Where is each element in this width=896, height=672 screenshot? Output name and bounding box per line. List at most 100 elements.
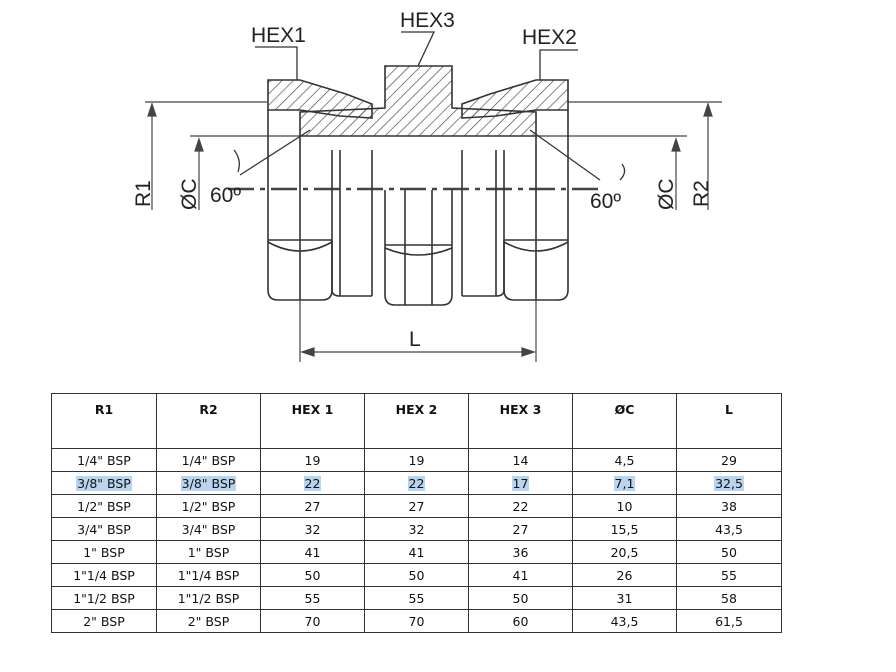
cell-text: 27: [304, 498, 321, 514]
cell-text: 22: [407, 475, 426, 491]
cell-text: 2" BSP: [187, 613, 230, 629]
cell-text: 50: [408, 567, 425, 583]
cell-r1: 1/2" BSP: [51, 494, 157, 518]
fitting-body: [267, 110, 569, 306]
cell-hex1: 32: [260, 517, 365, 541]
cell-hex3: 14: [468, 448, 573, 472]
cell-hex2: 50: [364, 563, 469, 587]
cell-text: 2" BSP: [83, 613, 125, 629]
cell-hex3: 22: [468, 494, 573, 518]
header-r2: R2: [156, 393, 261, 449]
cell-hex3: 41: [468, 563, 573, 587]
angle-right-label: 60º: [590, 190, 621, 213]
header-hex1: HEX 1: [260, 393, 365, 449]
cell-hex1: 50: [260, 563, 365, 587]
cell-dia-c: 43,5: [572, 609, 677, 633]
header-hex3: HEX 3: [468, 393, 573, 449]
cell-text: 15,5: [610, 521, 639, 537]
cell-hex1: 27: [260, 494, 365, 518]
cell-hex1: 19: [260, 448, 365, 472]
cell-text: 70: [408, 613, 425, 629]
cell-text: 41: [304, 544, 321, 560]
cell-text: 43,5: [715, 521, 743, 537]
cell-text: 31: [616, 590, 633, 606]
cell-text: 61,5: [715, 613, 743, 629]
cell-text: 1"1/2 BSP: [177, 590, 240, 606]
cell-text: 60: [512, 613, 529, 629]
cell-l: 29: [676, 448, 782, 472]
cell-text: 43,5: [610, 613, 639, 629]
cell-l: 58: [676, 586, 782, 610]
cell-l: 43,5: [676, 517, 782, 541]
r1-label: R1: [132, 180, 155, 207]
cell-text: 19: [304, 452, 321, 468]
cell-r2: 1" BSP: [156, 540, 261, 564]
cell-text: 26: [616, 567, 633, 583]
length-dimension: [299, 300, 537, 362]
cell-hex3: 50: [468, 586, 573, 610]
cell-r2: 1"1/4 BSP: [156, 563, 261, 587]
cell-text: 3/8" BSP: [76, 475, 132, 491]
cell-r1: 1/4" BSP: [51, 448, 157, 472]
leader-lines: [233, 31, 626, 181]
cell-dia-c: 15,5: [572, 517, 677, 541]
cell-text: 22: [512, 498, 529, 514]
cell-r1: 3/8" BSP: [51, 471, 157, 495]
cell-hex1: 55: [260, 586, 365, 610]
cell-r2: 1"1/2 BSP: [156, 586, 261, 610]
cell-hex2: 19: [364, 448, 469, 472]
cell-hex2: 70: [364, 609, 469, 633]
cell-hex1: 22: [260, 471, 365, 495]
cell-hex1: 41: [260, 540, 365, 564]
hex2-label: HEX2: [522, 26, 577, 49]
cell-r1: 1"1/4 BSP: [51, 563, 157, 587]
cell-text: 29: [721, 452, 737, 468]
cell-r2: 1/4" BSP: [156, 448, 261, 472]
cell-text: 1/4" BSP: [181, 452, 236, 468]
cell-text: 38: [721, 498, 737, 514]
cell-hex3: 36: [468, 540, 573, 564]
cell-text: 19: [408, 452, 425, 468]
header-dia-c: ØC: [572, 393, 677, 449]
cell-text: 58: [721, 590, 737, 606]
cell-text: 70: [304, 613, 321, 629]
cell-r2: 1/2" BSP: [156, 494, 261, 518]
r2-label: R2: [690, 180, 713, 207]
length-label: L: [409, 328, 421, 351]
header-hex2: HEX 2: [364, 393, 469, 449]
cell-text: 50: [721, 544, 737, 560]
cell-r1: 2" BSP: [51, 609, 157, 633]
cell-text: 27: [408, 498, 425, 514]
cell-dia-c: 7,1: [572, 471, 677, 495]
cell-text: 7,1: [613, 475, 636, 491]
hex3-label: HEX3: [400, 9, 455, 32]
cell-text: 14: [512, 452, 529, 468]
cell-hex2: 27: [364, 494, 469, 518]
cell-text: 10: [616, 498, 633, 514]
dia-left-label: ØC: [178, 179, 201, 211]
cell-r1: 1" BSP: [51, 540, 157, 564]
cell-text: 41: [512, 567, 529, 583]
cell-text: 1" BSP: [187, 544, 230, 560]
cell-dia-c: 20,5: [572, 540, 677, 564]
cell-r2: 2" BSP: [156, 609, 261, 633]
cell-hex2: 41: [364, 540, 469, 564]
angle-left-label: 60º: [210, 184, 241, 207]
cell-hex2: 32: [364, 517, 469, 541]
cell-hex3: 17: [468, 471, 573, 495]
cell-text: 1"1/4 BSP: [73, 567, 135, 583]
cell-r1: 3/4" BSP: [51, 517, 157, 541]
cell-l: 50: [676, 540, 782, 564]
cell-text: 1/4" BSP: [77, 452, 131, 468]
cell-hex2: 55: [364, 586, 469, 610]
hex1-label: HEX1: [251, 24, 306, 47]
hatched-section: [267, 65, 569, 137]
cell-text: 20,5: [610, 544, 639, 560]
